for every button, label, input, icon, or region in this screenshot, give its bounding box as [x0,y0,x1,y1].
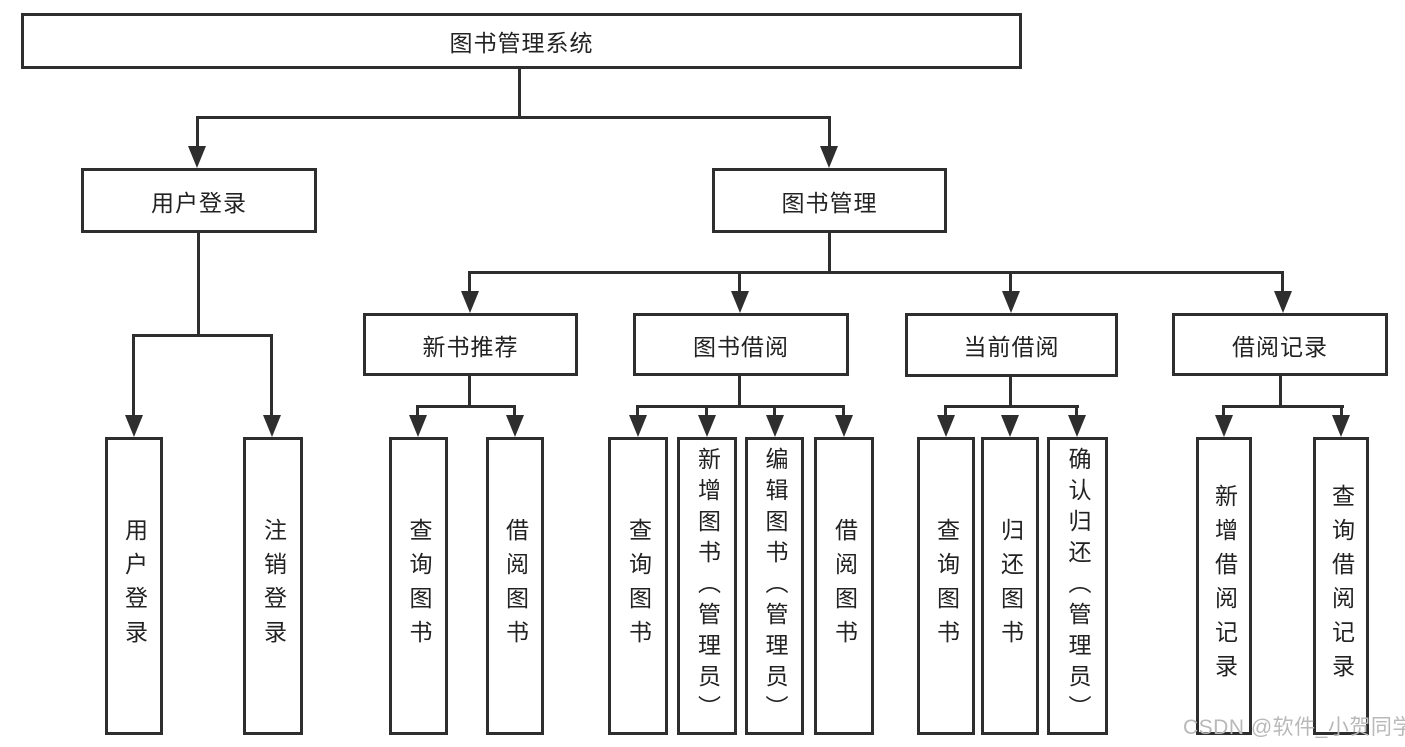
connector-line [1009,271,1012,293]
connector-line [132,334,135,417]
arrowhead-down [409,415,427,437]
node-current-borrowing-label: 当前借阅 [963,334,1060,360]
leaf-add-book-admin-label: 新增图书（管理员） [694,446,721,726]
leaf-edit-book-admin-label: 编辑图书（管理员） [762,446,788,726]
arrowhead-down [835,415,853,437]
connector-line [197,233,200,336]
connector-line [513,405,516,417]
leaf-query-borrow-record-label: 查询借阅记录 [1328,484,1355,688]
leaf-query-books-borrowing: 查询图书 [608,437,668,735]
connector-line [944,405,1079,408]
arrowhead-down [1002,291,1020,313]
node-book-management: 图书管理 [712,168,947,233]
connector-line [132,334,273,337]
connector-line [1281,271,1284,293]
node-user-login-label: 用户登录 [151,189,247,216]
watermark: CSDN @软件_小贺同学 [1183,716,1405,739]
arrowhead-down [1001,415,1019,437]
arrowhead-down [629,415,647,437]
leaf-query-books-recommend-label: 查询图书 [406,518,432,654]
connector-line [468,271,471,293]
arrowhead-down [698,415,716,437]
connector-line [944,405,947,417]
arrowhead-down [263,415,281,437]
leaf-query-books-borrowing-label: 查询图书 [625,518,652,654]
arrowhead-down [188,146,206,168]
leaf-add-borrow-record-label: 新增借阅记录 [1211,484,1238,688]
connector-line [518,69,521,117]
node-user-login: 用户登录 [81,168,317,233]
node-new-book-recommendation: 新书推荐 [363,313,578,376]
connector-line [196,116,199,148]
leaf-user-login: 用户登录 [105,437,163,735]
leaf-confirm-return-admin: 确认归还（管理员） [1047,437,1108,735]
node-new-book-recommendation-label: 新书推荐 [422,333,519,360]
connector-line [1075,405,1078,417]
connector-line [1340,405,1343,417]
connector-line [416,405,516,408]
node-borrowing-records-label: 借阅记录 [1232,333,1328,360]
arrowhead-down [461,291,479,313]
connector-line [1222,405,1344,408]
arrowhead-down [937,415,955,437]
leaf-borrow-books-borrowing-label: 借阅图书 [831,518,858,654]
leaf-add-borrow-record: 新增借阅记录 [1196,437,1252,735]
node-book-borrowing: 图书借阅 [633,313,849,376]
connector-line [468,271,1284,274]
arrowhead-down [125,415,143,437]
leaf-query-books-recommend: 查询图书 [389,437,448,735]
node-root: 图书管理系统 [21,13,1022,69]
leaf-borrow-books-borrowing: 借阅图书 [814,437,874,735]
connector-line [1009,376,1012,407]
connector-line [468,376,471,407]
arrowhead-down [820,146,838,168]
node-root-label: 图书管理系统 [449,30,594,56]
leaf-add-book-admin: 新增图书（管理员） [677,437,737,735]
leaf-edit-book-admin: 编辑图书（管理员） [745,437,804,735]
leaf-borrow-books-recommend: 借阅图书 [486,437,544,735]
leaf-confirm-return-admin-label: 确认归还（管理员） [1065,446,1091,726]
arrowhead-down [731,291,749,313]
connector-line [636,405,639,417]
connector-line [270,334,273,417]
leaf-query-borrow-record: 查询借阅记录 [1313,437,1369,735]
connector-line [828,116,831,148]
leaf-return-books: 归还图书 [981,437,1039,735]
connector-line [1279,376,1282,407]
arrowhead-down [766,415,784,437]
connector-line [738,271,741,293]
arrowhead-down [506,415,524,437]
leaf-logout-label: 注销登录 [260,518,287,654]
connector-line [773,405,776,417]
connector-line [738,376,741,407]
arrowhead-down [1215,415,1233,437]
connector-line [416,405,419,417]
node-current-borrowing: 当前借阅 [905,313,1118,377]
arrowhead-down [1332,415,1350,437]
connector-line [196,116,831,119]
leaf-return-books-label: 归还图书 [997,518,1024,654]
node-book-borrowing-label: 图书借阅 [693,333,789,360]
leaf-user-login-label: 用户登录 [121,518,148,654]
connector-line [842,405,845,417]
arrowhead-down [1274,291,1292,313]
connector-line [705,405,708,417]
leaf-query-books-current: 查询图书 [917,437,975,735]
connector-line [828,233,831,273]
node-borrowing-records: 借阅记录 [1172,313,1388,376]
leaf-query-books-current-label: 查询图书 [933,518,960,654]
arrowhead-down [1068,415,1086,437]
connector-line [636,405,845,408]
node-book-management-label: 图书管理 [781,189,878,216]
leaf-logout: 注销登录 [243,437,303,735]
connector-line [1222,405,1225,417]
leaf-borrow-books-recommend-label: 借阅图书 [502,518,529,654]
